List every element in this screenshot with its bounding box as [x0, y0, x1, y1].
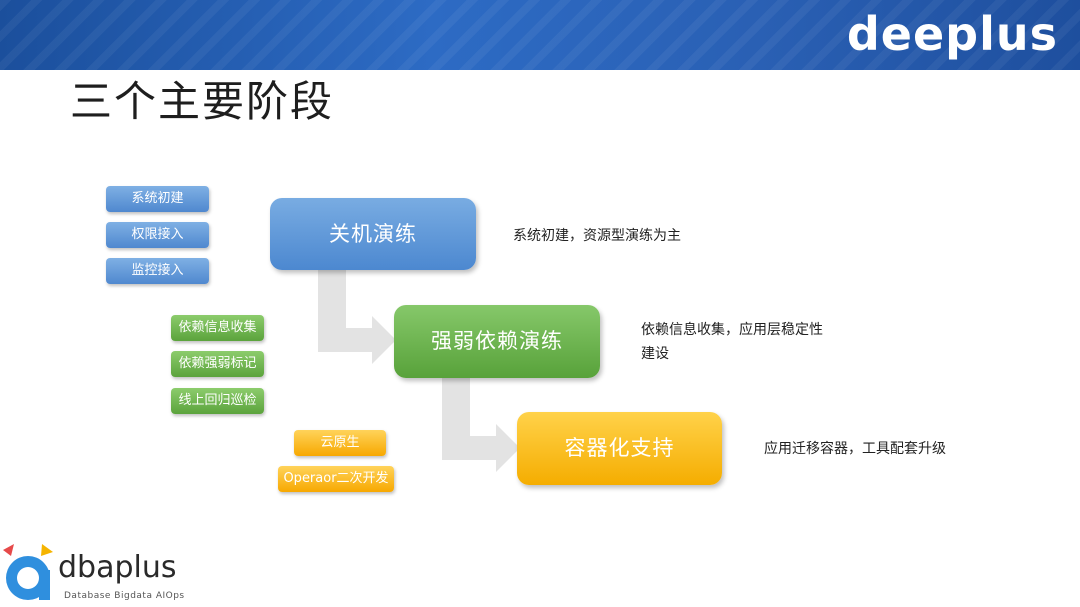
- stage1-description: 系统初建，资源型演练为主: [513, 224, 681, 248]
- stage-dependency-drill: 强弱依赖演练: [394, 305, 600, 378]
- arrow-stage2-to-stage3: [442, 378, 520, 472]
- arrow-stage1-to-stage2: [318, 270, 396, 364]
- header-banner: deeplus: [0, 0, 1080, 70]
- stage-shutdown-drill: 关机演练: [270, 198, 476, 270]
- stage-container-support: 容器化支持: [517, 412, 722, 485]
- chip-cloud-native: 云原生: [294, 430, 386, 456]
- chip-system-init: 系统初建: [106, 186, 209, 212]
- stage1-description-line: 系统初建，资源型演练为主: [513, 228, 681, 244]
- stage3-description: 应用迁移容器，工具配套升级: [764, 437, 946, 461]
- chip-dependency-mark: 依赖强弱标记: [171, 351, 264, 377]
- dbaplus-tagline: Database Bigdata AIOps: [64, 591, 185, 601]
- chip-dependency-collect: 依赖信息收集: [171, 315, 264, 341]
- slide-title: 三个主要阶段: [70, 77, 335, 126]
- banner-texture: [0, 0, 1080, 70]
- chip-operator-dev: Operaor二次开发: [278, 466, 394, 492]
- deeplus-logo: deeplus: [846, 7, 1058, 61]
- dbaplus-wordmark: dbaplus: [58, 550, 177, 585]
- stage2-description: 依赖信息收集，应用层稳定性 建设: [641, 318, 823, 366]
- chip-online-regression: 线上回归巡检: [171, 388, 264, 414]
- chip-permission-access: 权限接入: [106, 222, 209, 248]
- dbaplus-mark-icon: [3, 544, 53, 600]
- chip-monitor-access: 监控接入: [106, 258, 209, 284]
- stage2-description-line: 建设: [641, 346, 669, 362]
- stage2-description-line: 依赖信息收集，应用层稳定性: [641, 322, 823, 338]
- stage3-description-line: 应用迁移容器，工具配套升级: [764, 441, 946, 457]
- dbaplus-logo: dbaplus Database Bigdata AIOps: [0, 540, 200, 607]
